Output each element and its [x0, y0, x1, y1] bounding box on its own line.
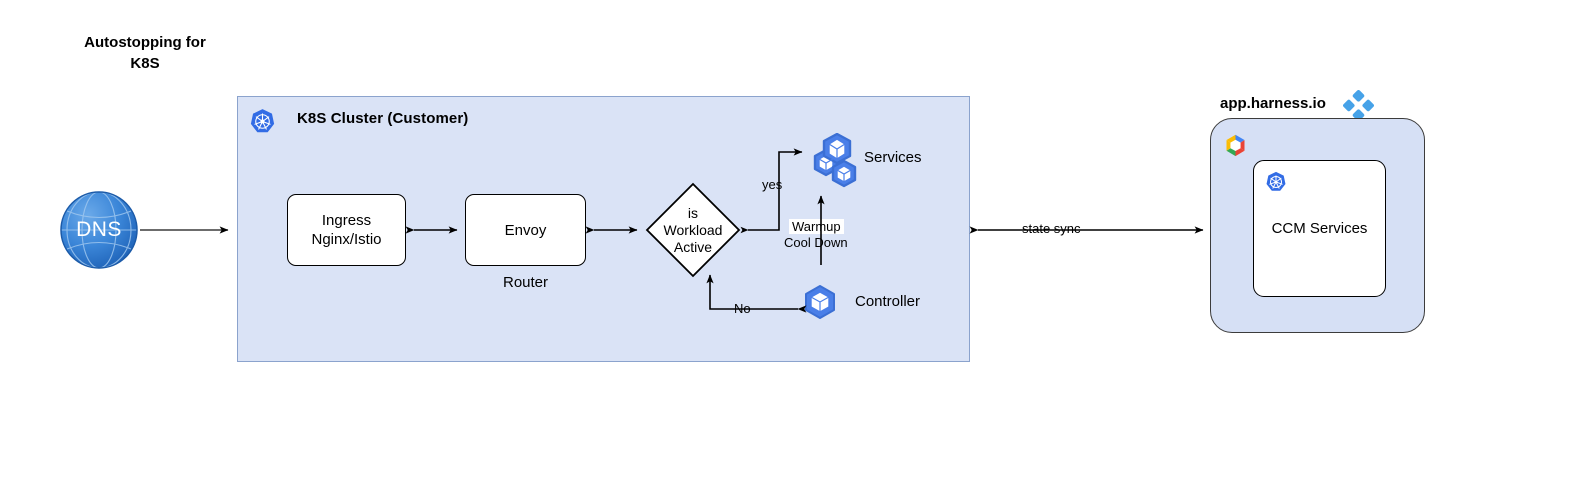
diamond-shape — [645, 182, 741, 278]
services-label: Services — [864, 149, 922, 166]
controller-label: Controller — [855, 293, 921, 310]
dns-label: DNS — [76, 218, 122, 241]
cluster-title: K8S Cluster (Customer) — [297, 110, 469, 127]
diagram-title: Autostopping for K8S — [84, 34, 206, 72]
harness-logo-icon — [1343, 90, 1374, 121]
no-edge-label: No — [733, 301, 752, 316]
decision-label: is Workload Active — [663, 204, 723, 255]
warmup-edge-label: Warmup — [789, 219, 844, 234]
dns-node[interactable]: DNS — [60, 191, 138, 269]
is-workload-active-decision[interactable]: is Workload Active — [645, 182, 741, 278]
envoy-node[interactable]: Envoy — [465, 194, 586, 266]
ingress-node[interactable]: Ingress Nginx/Istio — [287, 194, 406, 266]
globe-icon — [60, 191, 138, 269]
router-label: Router — [502, 274, 549, 291]
yes-edge-label: yes — [761, 177, 784, 192]
harness-title: app.harness.io — [1220, 95, 1326, 112]
kubernetes-pods-icon[interactable] — [800, 132, 862, 195]
state-sync-label: state sync — [1020, 221, 1083, 236]
kubernetes-pod-icon[interactable] — [803, 285, 837, 319]
cooldown-edge-label: Cool Down — [784, 235, 848, 250]
google-cloud-icon — [1222, 133, 1249, 160]
kubernetes-icon — [1265, 171, 1287, 193]
kubernetes-icon — [249, 108, 276, 135]
